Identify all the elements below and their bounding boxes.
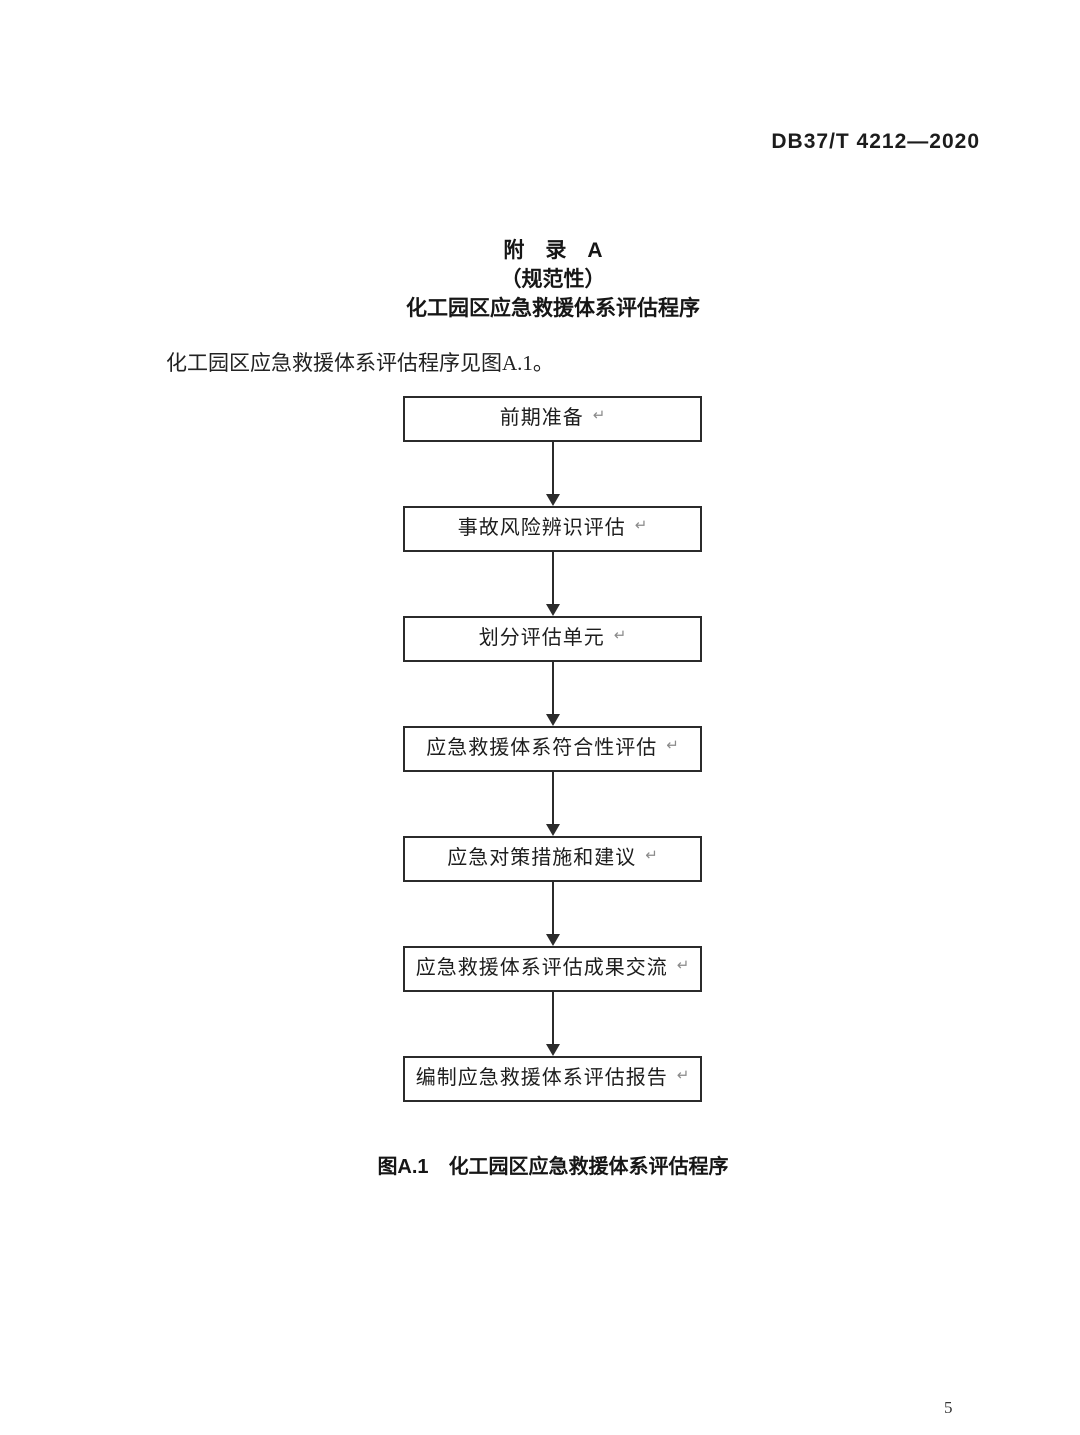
arrow-line — [551, 442, 554, 495]
return-mark-icon: ↵ — [666, 736, 679, 754]
flow-step-conformity-assessment: 应急救援体系符合性评估 ↵ — [403, 726, 702, 772]
arrow-head — [545, 604, 560, 616]
flowchart: 前期准备 ↵ 事故风险辨识评估 ↵ 划分评估单元 ↵ 应急救援体系符合性评估 ↵ — [403, 396, 702, 1102]
return-mark-icon: ↵ — [613, 626, 627, 644]
flow-step-results-exchange: 应急救援体系评估成果交流 ↵ — [403, 946, 702, 992]
flow-step-report-compilation: 编制应急救援体系评估报告 ↵ — [403, 1056, 702, 1102]
flow-step-label: 应急对策措施和建议 — [447, 847, 637, 869]
intro-paragraph: 化工园区应急救援体系评估程序见图A.1。 — [166, 351, 554, 375]
flow-step-label: 前期准备 — [499, 407, 584, 429]
flow-arrow-down-icon — [403, 442, 702, 506]
arrow-line — [551, 992, 554, 1045]
arrow-head — [545, 714, 560, 726]
flow-step-label: 划分评估单元 — [478, 627, 605, 649]
flow-step-label: 应急救援体系评估成果交流 — [415, 957, 668, 979]
return-mark-icon: ↵ — [592, 406, 606, 424]
flow-step-countermeasures: 应急对策措施和建议 ↵ — [403, 836, 702, 882]
appendix-heading: 化工园区应急救援体系评估程序 — [406, 297, 700, 320]
return-mark-icon: ↵ — [676, 1066, 690, 1084]
figure-caption-text: 化工园区应急救援体系评估程序 — [448, 1156, 729, 1178]
standard-number-header: DB37/T 4212—2020 — [771, 130, 980, 153]
return-mark-icon: ↵ — [676, 956, 690, 974]
arrow-head — [545, 494, 560, 506]
appendix-title: 附 录 A — [503, 239, 603, 262]
arrow-line — [551, 552, 554, 605]
appendix-title-block: 附 录 A （规范性） 化工园区应急救援体系评估程序 — [13, 236, 1080, 323]
arrow-line — [551, 882, 554, 935]
arrow-line — [551, 772, 554, 825]
flow-step-label: 应急救援体系符合性评估 — [426, 737, 658, 759]
flow-arrow-down-icon — [403, 552, 702, 616]
return-mark-icon: ↵ — [645, 846, 658, 864]
flow-step-preparation: 前期准备 ↵ — [403, 396, 702, 442]
flow-step-unit-division: 划分评估单元 ↵ — [403, 616, 702, 662]
figure-caption-number: 图A.1 — [377, 1156, 429, 1178]
flow-arrow-down-icon — [403, 662, 702, 726]
arrow-head — [545, 1044, 560, 1056]
arrow-line — [551, 662, 554, 715]
flow-step-label: 事故风险辨识评估 — [457, 517, 626, 539]
arrow-head — [545, 824, 560, 836]
flow-arrow-down-icon — [403, 882, 702, 946]
figure-caption: 图A.1 化工园区应急救援体系评估程序 — [13, 1150, 1080, 1179]
flow-step-risk-identification: 事故风险辨识评估 ↵ — [403, 506, 702, 552]
return-mark-icon: ↵ — [634, 516, 648, 534]
page-number: 5 — [944, 1398, 953, 1417]
appendix-subtitle: （规范性） — [500, 268, 606, 291]
flow-arrow-down-icon — [403, 992, 702, 1056]
flow-step-label: 编制应急救援体系评估报告 — [415, 1067, 668, 1089]
flow-arrow-down-icon — [403, 772, 702, 836]
arrow-head — [545, 934, 560, 946]
